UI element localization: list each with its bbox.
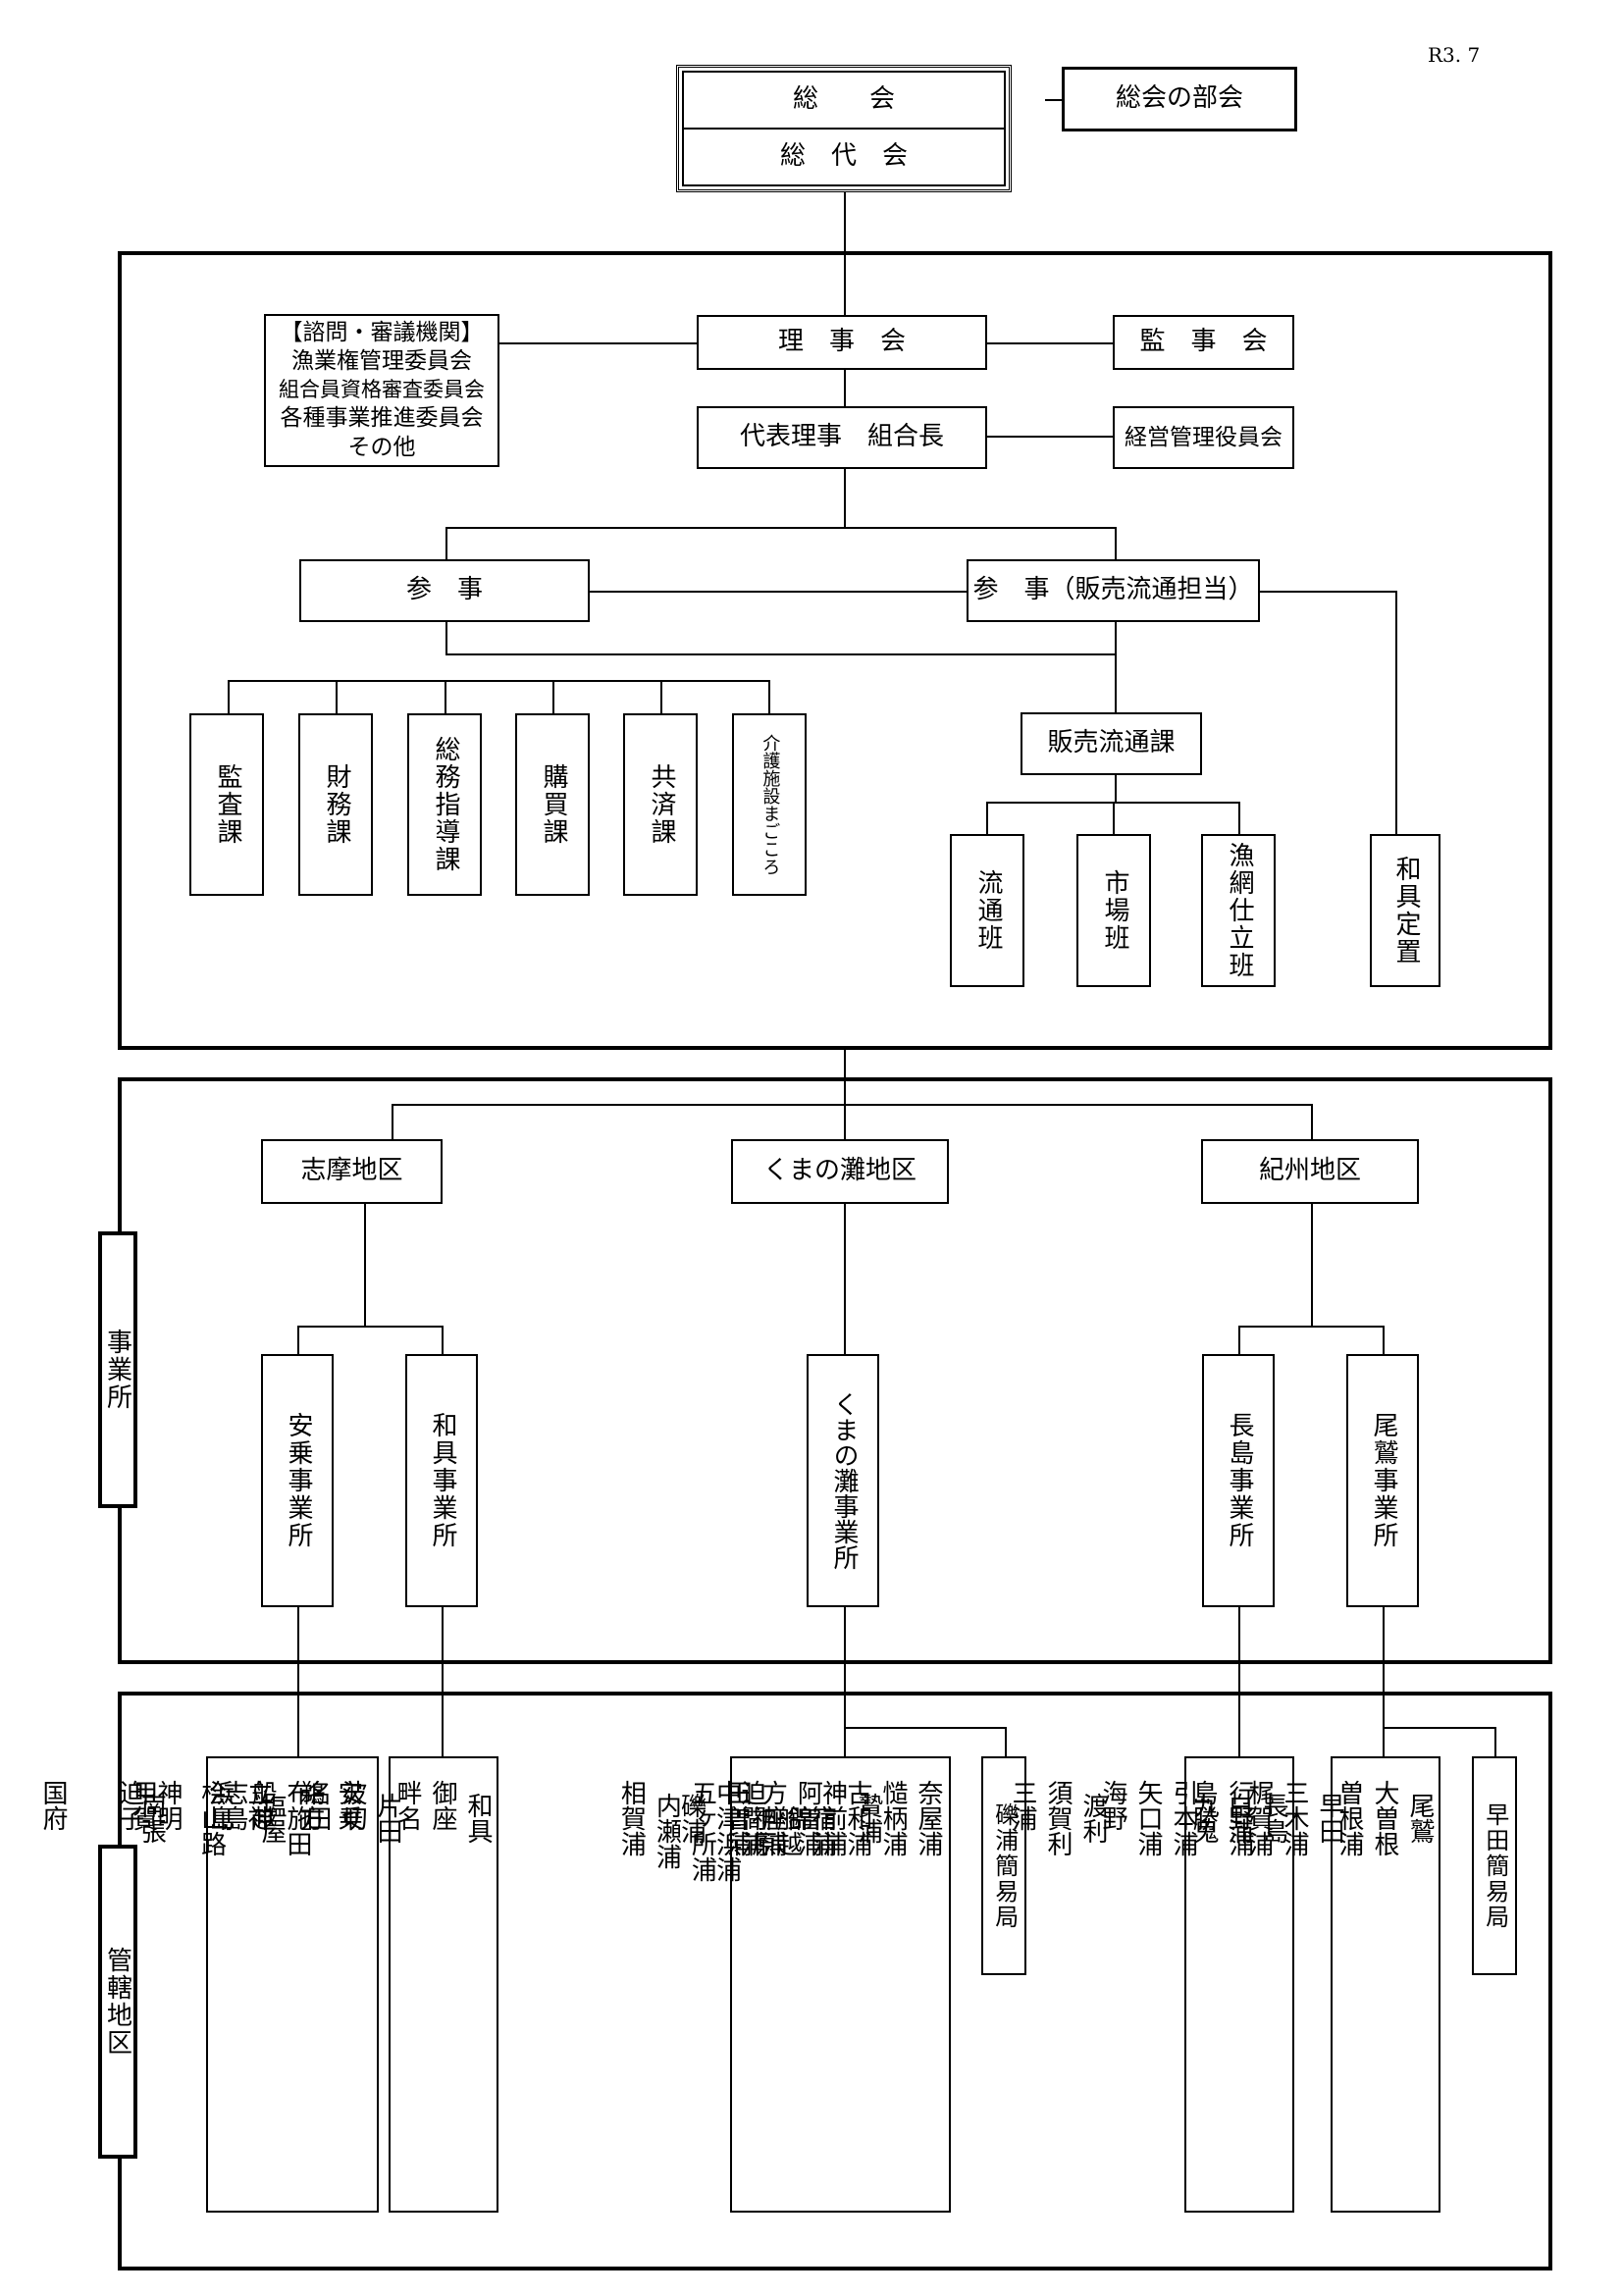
general-meeting: 総 会 [682,71,1006,129]
team-net-making: 漁網仕立班 [1201,834,1276,987]
district-column: 尾鷲早田行野浦 [1224,1780,1435,1856]
sales-division-box: 販売流通課 [1021,712,1202,775]
head-office-frame [118,251,1552,1050]
advisory-item: 各種事業推進委員会 [280,404,484,431]
office-wagu: 和具事業所 [405,1354,478,1607]
district-column: 白浦矢口浦須賀利 [1042,1780,1253,1856]
councilor-box: 参 事 [299,559,590,622]
department-general-affairs: 総務指導課 [407,713,482,896]
department-mutual-aid: 共済課 [623,713,698,896]
nagashima-districts-list: 長島引本浦渡利 白浦矢口浦須賀利 島勝海野三浦 [1008,1756,1294,2213]
district-column: 奈屋浦贄浦阿曽浦 [793,1780,943,1856]
district-column: 迫間浦礫浦相賀浦 [616,1780,766,1856]
auditors-box: 監 事 会 [1113,315,1294,370]
district-column: 和具片田布施田 [282,1780,493,1856]
owase-districts-list: 尾鷲早田行野浦 大曽根三木浦九鬼 曽根浦梶賀浦 [1189,1756,1440,2213]
department-purchasing: 購買課 [515,713,590,896]
anori-districts-list: 安乗立神神明 鵜方浜島迫子 塩屋桧山路南張 志島甲賀国府 [38,1756,379,2213]
kaisoura-post-office: 礫浦簡易局 [981,1756,1026,1975]
districts-side-label: 管轄地区 [98,1845,137,2159]
region-shima: 志摩地区 [261,1139,443,1204]
hayata-post-office: 早田簡易局 [1472,1756,1517,1975]
offices-side-label: 事業所 [98,1231,137,1508]
team-market: 市場班 [1076,834,1151,987]
district-column: 志島甲賀国府 [37,1780,248,1831]
district-column: 島勝海野三浦 [1007,1780,1218,1831]
president-box: 代表理事 組合長 [697,406,987,469]
region-kumanonada: くまの灘地区 [731,1139,949,1204]
subcommittee-box: 総会の部会 [1062,67,1297,131]
advisory-item: 漁業権管理委員会 [291,348,472,375]
office-kumanonada: くまの灘事業所 [807,1354,879,1607]
district-column: 塩屋桧山路南張 [136,1780,287,1856]
office-nagashima: 長島事業所 [1202,1354,1275,1607]
wagu-districts-list: 和具片田布施田 御座波切船越 畔名名田 [247,1756,498,2213]
revision-label: R3. 7 [1428,43,1481,67]
region-kishu: 紀州地区 [1201,1139,1419,1204]
general-meeting-box: 総 会 総 代 会 [676,65,1012,192]
district-column: 船越中津浜浦内瀬浦 [652,1780,802,1882]
advisory-item: その他 [347,434,416,460]
advisory-title: 【諮問・審議機関】 [280,319,484,345]
wagu-set-net-box: 和具定置 [1370,834,1440,987]
district-column: 長島引本浦渡利 [1077,1780,1288,1856]
management-committee-box: 経営管理役員会 [1113,406,1294,469]
delegate-meeting: 総 代 会 [682,129,1006,186]
councilor-sales-box: 参 事（販売流通担当） [967,559,1260,622]
district-column: 畔名名田 [301,1780,422,1831]
board-of-directors-box: 理 事 会 [697,315,987,370]
district-column: 安乗立神神明 [152,1780,363,1831]
district-column: 宿浦神原五ヶ所浦 [687,1780,837,1882]
department-finance: 財務課 [298,713,373,896]
kumanonada-districts-list: 奈屋浦贄浦阿曽浦 慥柄浦神前浦方座浦 古和浦錦田曽浦 宿浦神原五ヶ所浦 船越中津… [616,1756,951,2213]
office-anori: 安乗事業所 [261,1354,334,1607]
district-column: 大曽根三木浦九鬼 [1188,1780,1399,1856]
district-column: 慥柄浦神前浦方座浦 [758,1780,908,1856]
office-owase: 尾鷲事業所 [1346,1354,1419,1607]
advisory-item: 組合員資格審査委員会 [279,378,485,402]
district-column: 古和浦錦田曽浦 [722,1780,872,1856]
department-care-facility: 介護施設まごころ [732,713,807,896]
advisory-bodies-box: 【諮問・審議機関】 漁業権管理委員会 組合員資格審査委員会 各種事業推進委員会 … [264,314,499,467]
district-column: 御座波切船越 [246,1780,457,1831]
district-column: 鵜方浜島迫子 [114,1780,325,1831]
district-column: 曽根浦梶賀浦 [1243,1780,1364,1856]
team-distribution: 流通班 [950,834,1024,987]
department-audit: 監査課 [189,713,264,896]
